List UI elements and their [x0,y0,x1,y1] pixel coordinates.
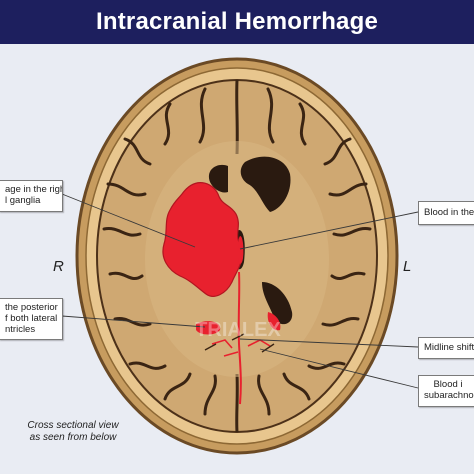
callout-third-ventricle-line1: Blood in the 3 [424,207,474,218]
posterior-horn-blood-right [196,321,221,335]
right-lateral-ventricle-frontal [208,164,228,193]
left-side-label: L [403,258,412,275]
callout-lateral-ventricles: the posterior f both lateral ntricles [0,298,63,340]
view-caption-line1: Cross sectional view [27,420,119,431]
watermark-text: TRIALEX [195,319,281,341]
longitudinal-fissure-back [235,373,239,433]
title-bar: Intracranial Hemorrhage [0,0,474,44]
subarachnoid-dark-strands [204,333,275,353]
posterior-horn-blood-left [267,312,281,331]
callout-lateral-ventricles-line3: ntricles [5,324,36,335]
callout-basal-ganglia-line2: l ganglia [5,195,41,206]
lateral-ventricle-posterior [262,282,293,325]
brain-cross-section: TRIALEX [61,57,419,455]
callout-midline-shift: Midline shift [418,337,474,359]
view-caption: Cross sectional view as seen from below [18,420,128,444]
callout-subarachnoid-line1: Blood i [433,379,463,390]
callout-basal-ganglia: age in the right l ganglia [0,180,63,212]
page-title: Intracranial Hemorrhage [95,8,379,35]
callout-basal-ganglia-line1: age in the right [5,184,63,195]
view-caption-line2: as seen from below [29,432,117,443]
callout-midline-shift-line1: Midline shift [424,342,474,353]
midline-shift-line [237,271,242,405]
callout-subarachnoid-line2: subarachno [424,390,474,401]
third-ventricle-blood [238,236,244,264]
callout-subarachnoid: Blood i subarachno [418,375,474,407]
callout-third-ventricle: Blood in the 3 [418,201,474,225]
leader-lines [61,193,419,389]
callout-lateral-ventricles-line2: f both lateral [5,313,58,324]
gyri-lines [102,87,372,416]
basal-ganglia-hemorrhage [162,182,244,297]
left-lateral-ventricle-frontal [240,156,291,212]
callout-lateral-ventricles-line1: the posterior [5,302,58,313]
right-side-label: R [53,258,64,275]
